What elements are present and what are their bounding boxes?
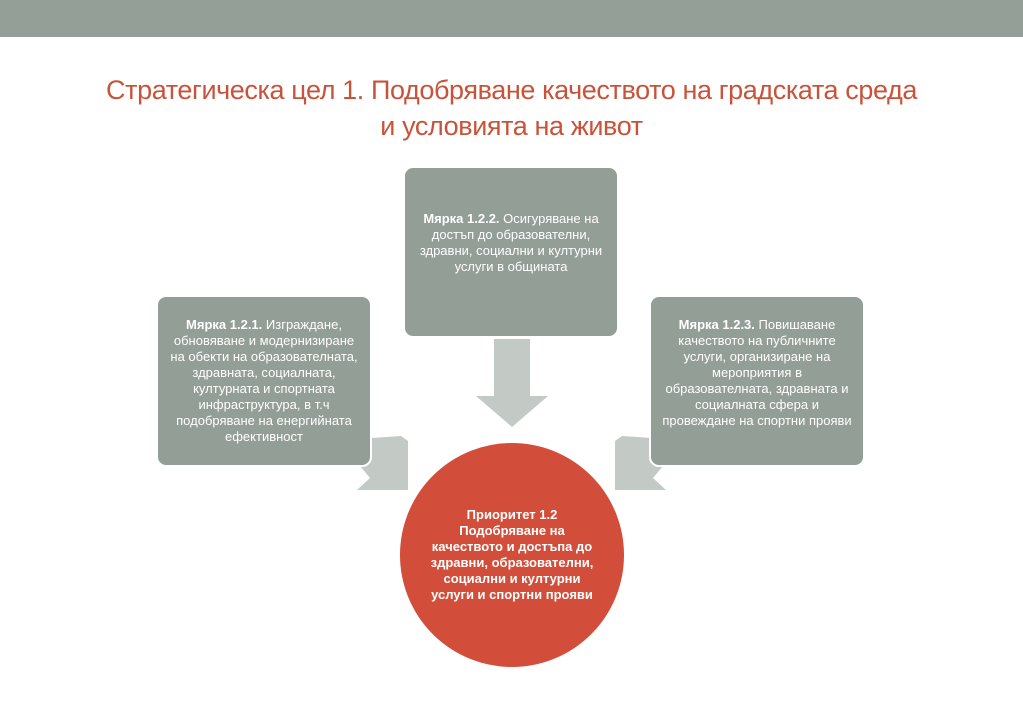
measure-box-1-2-2: Мярка 1.2.2. Осигуряване на достъп до об…	[403, 166, 619, 338]
measure-label: Мярка 1.2.2.	[423, 211, 500, 226]
page-title-line-2: и условията на живот	[380, 111, 643, 141]
page-title-line-1: Стратегическа цел 1. Подобряване качеств…	[106, 75, 917, 105]
measure-text: Осигуряване на достъп до образователни, …	[419, 211, 603, 274]
measure-text: Изграждане, обновяване и модернизиране н…	[170, 317, 358, 444]
priority-circle: Приоритет 1.2 Подобряване на качеството …	[397, 440, 627, 670]
measure-box-1-2-1: Мярка 1.2.1. Изграждане, обновяване и мо…	[156, 295, 372, 467]
measure-label: Мярка 1.2.1.	[186, 317, 263, 332]
priority-text: Приоритет 1.2 Подобряване на качеството …	[430, 507, 594, 602]
page-title: Стратегическа цел 1. Подобряване качеств…	[40, 72, 983, 144]
header-bar	[0, 0, 1023, 37]
measure-box-1-2-3: Мярка 1.2.3. Повишаване качеството на пу…	[649, 295, 865, 467]
measure-text: Повишаване качеството на публичните услу…	[662, 317, 852, 428]
measure-label: Мярка 1.2.3.	[678, 317, 755, 332]
arrow-down	[476, 339, 548, 427]
